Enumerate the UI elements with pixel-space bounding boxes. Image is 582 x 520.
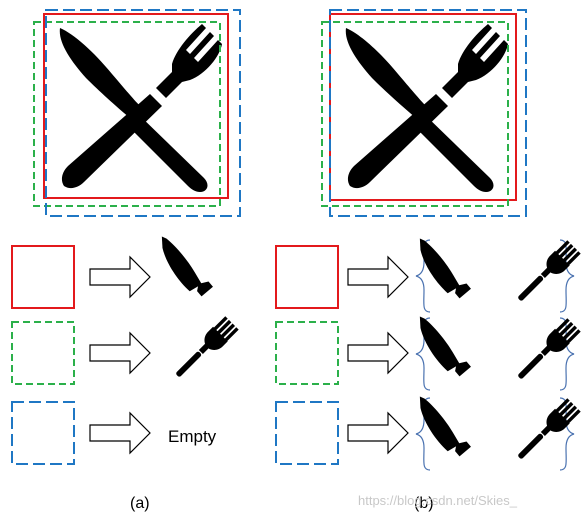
blue-box <box>329 9 527 217</box>
green-box <box>11 321 75 385</box>
right-arrow-icon <box>347 412 409 454</box>
right-arrow-icon <box>89 332 151 374</box>
panel-caption: (b) <box>414 495 434 512</box>
green-box <box>275 321 339 385</box>
red-box <box>11 245 75 309</box>
blue-box <box>275 401 339 465</box>
fork-icon <box>176 315 240 377</box>
fork-icon <box>518 239 582 301</box>
fork-icon <box>518 397 582 459</box>
red-box <box>43 13 229 199</box>
knife-icon <box>150 232 213 301</box>
top-left-icon-group <box>33 9 241 217</box>
panel-a: Empty (a) <box>11 232 240 512</box>
green-box <box>33 21 221 207</box>
knife-icon <box>408 312 471 381</box>
top-right-icon-group <box>321 9 527 217</box>
cutlery-icon <box>345 24 508 192</box>
green-box <box>321 21 509 207</box>
empty-label: Empty <box>168 427 217 446</box>
red-box <box>275 245 339 309</box>
right-arrow-icon <box>347 332 409 374</box>
fork-icon <box>518 317 582 379</box>
right-arrow-icon <box>347 256 409 298</box>
right-arrow-icon <box>89 412 151 454</box>
blue-box <box>45 9 241 217</box>
knife-icon <box>408 392 471 461</box>
panel-caption: (a) <box>130 495 150 512</box>
panel-b: (b) <box>275 234 582 512</box>
watermark: https://blog.csdn.net/Skies_ <box>358 493 518 508</box>
right-arrow-icon <box>89 256 151 298</box>
cutlery-icon <box>59 24 222 192</box>
knife-icon <box>408 234 471 303</box>
blue-box <box>11 401 75 465</box>
